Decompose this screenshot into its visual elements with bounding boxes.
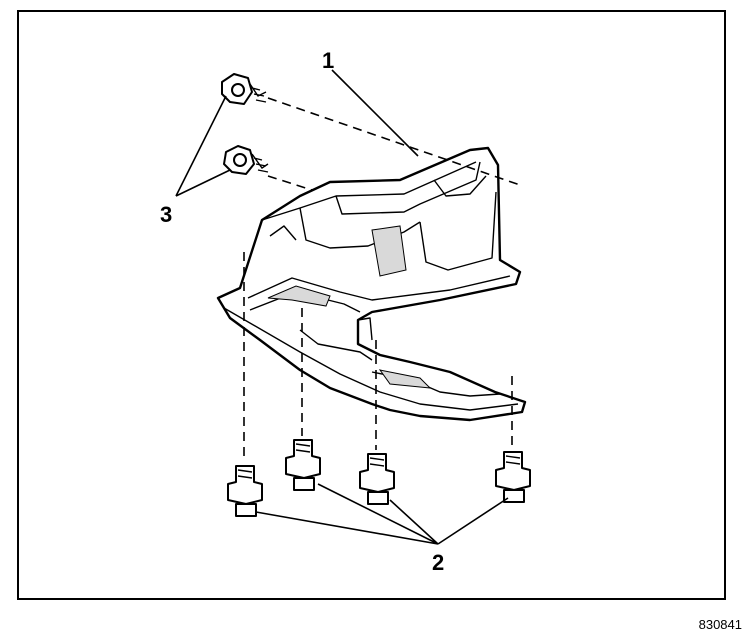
- lower-fastener-2: [285, 439, 321, 491]
- lower-fastener-4: [495, 451, 531, 503]
- upper-bolt-2: [223, 145, 269, 175]
- upper-bolt-1: [221, 73, 267, 105]
- lower-fastener-1: [227, 465, 263, 517]
- splash-shield: [216, 146, 527, 422]
- diagram-frame: [17, 10, 726, 600]
- leader-line-part-3: [175, 95, 231, 197]
- leader-line-part-2: [255, 483, 509, 545]
- figure-id: 830841: [698, 617, 742, 632]
- alignment-line-bolt-1: [267, 97, 521, 186]
- callout-part-2: 2: [432, 550, 445, 575]
- alignment-line-bolt-2: [267, 175, 313, 191]
- lower-fastener-3: [359, 453, 395, 505]
- callout-part-3: 3: [160, 202, 173, 227]
- leader-line-part-1: [331, 69, 419, 157]
- callout-part-1: 1: [322, 48, 335, 73]
